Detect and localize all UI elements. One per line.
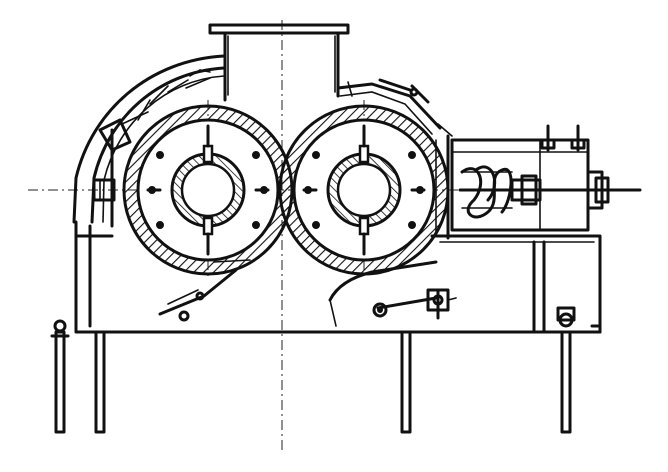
bolt-icon — [148, 151, 268, 229]
discharge-chute — [213, 259, 438, 327]
hopper-icon — [208, 23, 350, 102]
scraper-icon — [158, 268, 238, 322]
left-roll — [122, 104, 294, 276]
right-roll — [278, 104, 450, 276]
nut-icon — [586, 170, 610, 210]
bolt-icon — [304, 151, 424, 229]
bolt-icon — [540, 124, 586, 152]
bearing-icon — [92, 178, 116, 202]
leg-icon — [50, 306, 602, 434]
lever-icon — [336, 78, 453, 137]
adjust-linkage-icon — [372, 288, 457, 320]
spring-icon — [460, 165, 542, 219]
guard-icon — [72, 54, 226, 224]
